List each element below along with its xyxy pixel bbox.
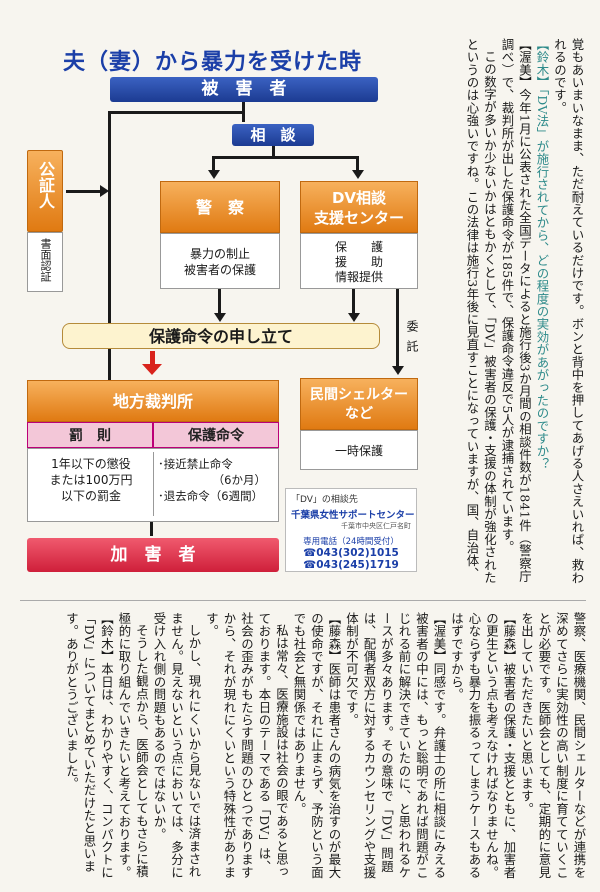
arrow-center-petition: [352, 289, 355, 315]
contact-box: 「DV」の相談先 千葉県女性サポートセンター 千葉市中央区仁戸名町 専用電話（2…: [285, 488, 417, 572]
paragraph: 警察、医療機関、民間シェルターなどが連携を深めてさらに実効性の高い制度に育ててい…: [519, 612, 588, 879]
paragraph: 覚もあいまいなまま、ただ耐えているだけです。ボンと背中を押してあげる人さえいれば…: [552, 38, 586, 585]
phone-number: ☎043(302)1015: [303, 547, 399, 559]
police-item: 被害者の保護: [183, 263, 256, 277]
arrow-to-center: [356, 156, 359, 170]
dv-center-item: 情報提供: [334, 270, 383, 284]
petition-box: 保護命令の申し立て: [62, 323, 380, 349]
line-consult-down: [272, 146, 275, 158]
order-item: （6か月）: [212, 473, 266, 487]
dv-center-label: DV相談: [331, 189, 387, 207]
arrow-head-police-petition: [214, 313, 226, 322]
notary-sub-label: 書面認証: [39, 238, 52, 282]
dv-center-item: 援 助: [334, 255, 383, 269]
arrow-center-shelter: [396, 289, 399, 367]
paragraph: 【渥美】同感です。弁護士の所に相談にみえる被害者の中には、もっと聡明であれば問題…: [344, 612, 448, 879]
divider-line: [153, 452, 154, 516]
paragraph: 【鈴木】本日は、わかりやすく、コンパクトに「DV」についてまとめていただけたと思…: [64, 612, 115, 879]
paragraph: 【渥美】今年1月に公表された全国データによると施行後3か月間の相談件数が1841…: [500, 38, 533, 583]
perpetrator-box: 加 害 者: [27, 538, 279, 572]
arrow-court-down: [150, 522, 153, 536]
arrow-head-police: [208, 170, 220, 179]
top-article-text: 覚もあいまいなまま、ただ耐えているだけです。ボンと背中を押してあげる人さえいれば…: [440, 38, 586, 590]
order-head: 保護命令: [153, 422, 279, 448]
bottom-article-text: 警察、医療機関、民間シェルターなどが連携を深めてさらに実効性の高い制度に育ててい…: [38, 612, 588, 880]
contact-name: 千葉県女性サポートセンター: [291, 510, 415, 521]
dv-center-box: DV相談 支援センター: [300, 181, 418, 233]
paragraph: 私は常々、医療施設は社会の眼であると思っております。本日のテーマである「DV」は…: [204, 612, 290, 879]
line-left-branch: [108, 111, 244, 114]
paragraph: しかし、現れにくいから見ないでは済まされません。見えないという点においては、多分…: [152, 612, 202, 879]
penalty-item: または100万円: [49, 473, 133, 487]
dv-center-label: 支援センター: [313, 209, 404, 227]
notary-label: 公証人: [36, 161, 55, 209]
notary-box: 公証人: [27, 150, 63, 232]
order-item: ･退去命令（6週間）: [158, 489, 264, 503]
red-arrow-icon: [142, 364, 162, 375]
penalty-detail: 1年以下の懲役 または100万円 以下の罰金: [30, 456, 152, 504]
shelter-label: など: [345, 406, 373, 422]
paragraph: この数字が多いか少ないかはともかくとして、「DV」被害者の保護・支援の体制が強化…: [465, 38, 498, 585]
arrow-head-center-petition: [348, 313, 360, 322]
contact-hours: 専用電話（24時間受付）: [303, 537, 399, 547]
paragraph: 【鈴木】「DV法」が施行されてから、どの程度の実効があがったのですか？: [535, 38, 550, 471]
paragraph: 【藤森】医師は患者さんの病気を治すのが最大の使命ですが、それに止まらず、予防とい…: [292, 612, 342, 879]
arrow-head-center: [352, 170, 364, 179]
notary-sub-box: 書面認証: [27, 232, 63, 292]
contact-address: 千葉市中央区仁戸名町: [340, 522, 425, 530]
shelter-box: 民間シェルター など: [300, 378, 418, 430]
victim-box: 被 害 者: [110, 77, 378, 102]
penalty-head: 罰 則: [27, 422, 153, 448]
paragraph: 【藤森】被害者の保護・支援とともに、加害者の更生という点も考えなければなりません…: [449, 612, 518, 879]
penalty-item: 以下の罰金: [60, 489, 121, 503]
phone-number: ☎043(245)1719: [303, 559, 399, 571]
line-consult-split: [212, 156, 358, 159]
shelter-label: 民間シェルター: [310, 387, 408, 403]
contact-label: 「DV」の相談先: [291, 495, 358, 505]
police-box: 警 察: [160, 181, 280, 233]
consult-box: 相 談: [232, 124, 314, 146]
court-box: 地方裁判所: [27, 380, 279, 422]
order-detail: ･接近禁止命令 （6か月） ･退去命令（6週間）: [158, 456, 278, 504]
arrow-head-shelter: [392, 366, 404, 375]
police-item: 暴力の制止: [189, 247, 250, 261]
line-left-down: [108, 111, 111, 493]
arrow-head-notary: [100, 185, 109, 197]
dv-center-item: 保 護: [334, 240, 383, 254]
police-detail-box: 暴力の制止 被害者の保護: [160, 233, 280, 289]
commission-label: 委託: [405, 320, 419, 360]
arrow-police-down: [218, 289, 221, 315]
order-item: ･接近禁止命令: [158, 457, 233, 471]
arrow-to-police: [212, 156, 215, 170]
paragraph: そうした観点から、医師会としてもさらに積極的に取り組んでいきたいと考えております…: [117, 612, 150, 879]
red-arrow-stem: [150, 351, 155, 365]
arrow-to-notary: [66, 190, 102, 193]
shelter-detail-box: 一時保護: [300, 430, 418, 470]
section-divider: [20, 600, 586, 601]
penalty-item: 1年以下の懲役: [51, 457, 131, 471]
dv-center-detail-box: 保 護 援 助 情報提供: [300, 233, 418, 289]
diagram-title: 夫（妻）から暴力を受けた時: [63, 50, 363, 75]
